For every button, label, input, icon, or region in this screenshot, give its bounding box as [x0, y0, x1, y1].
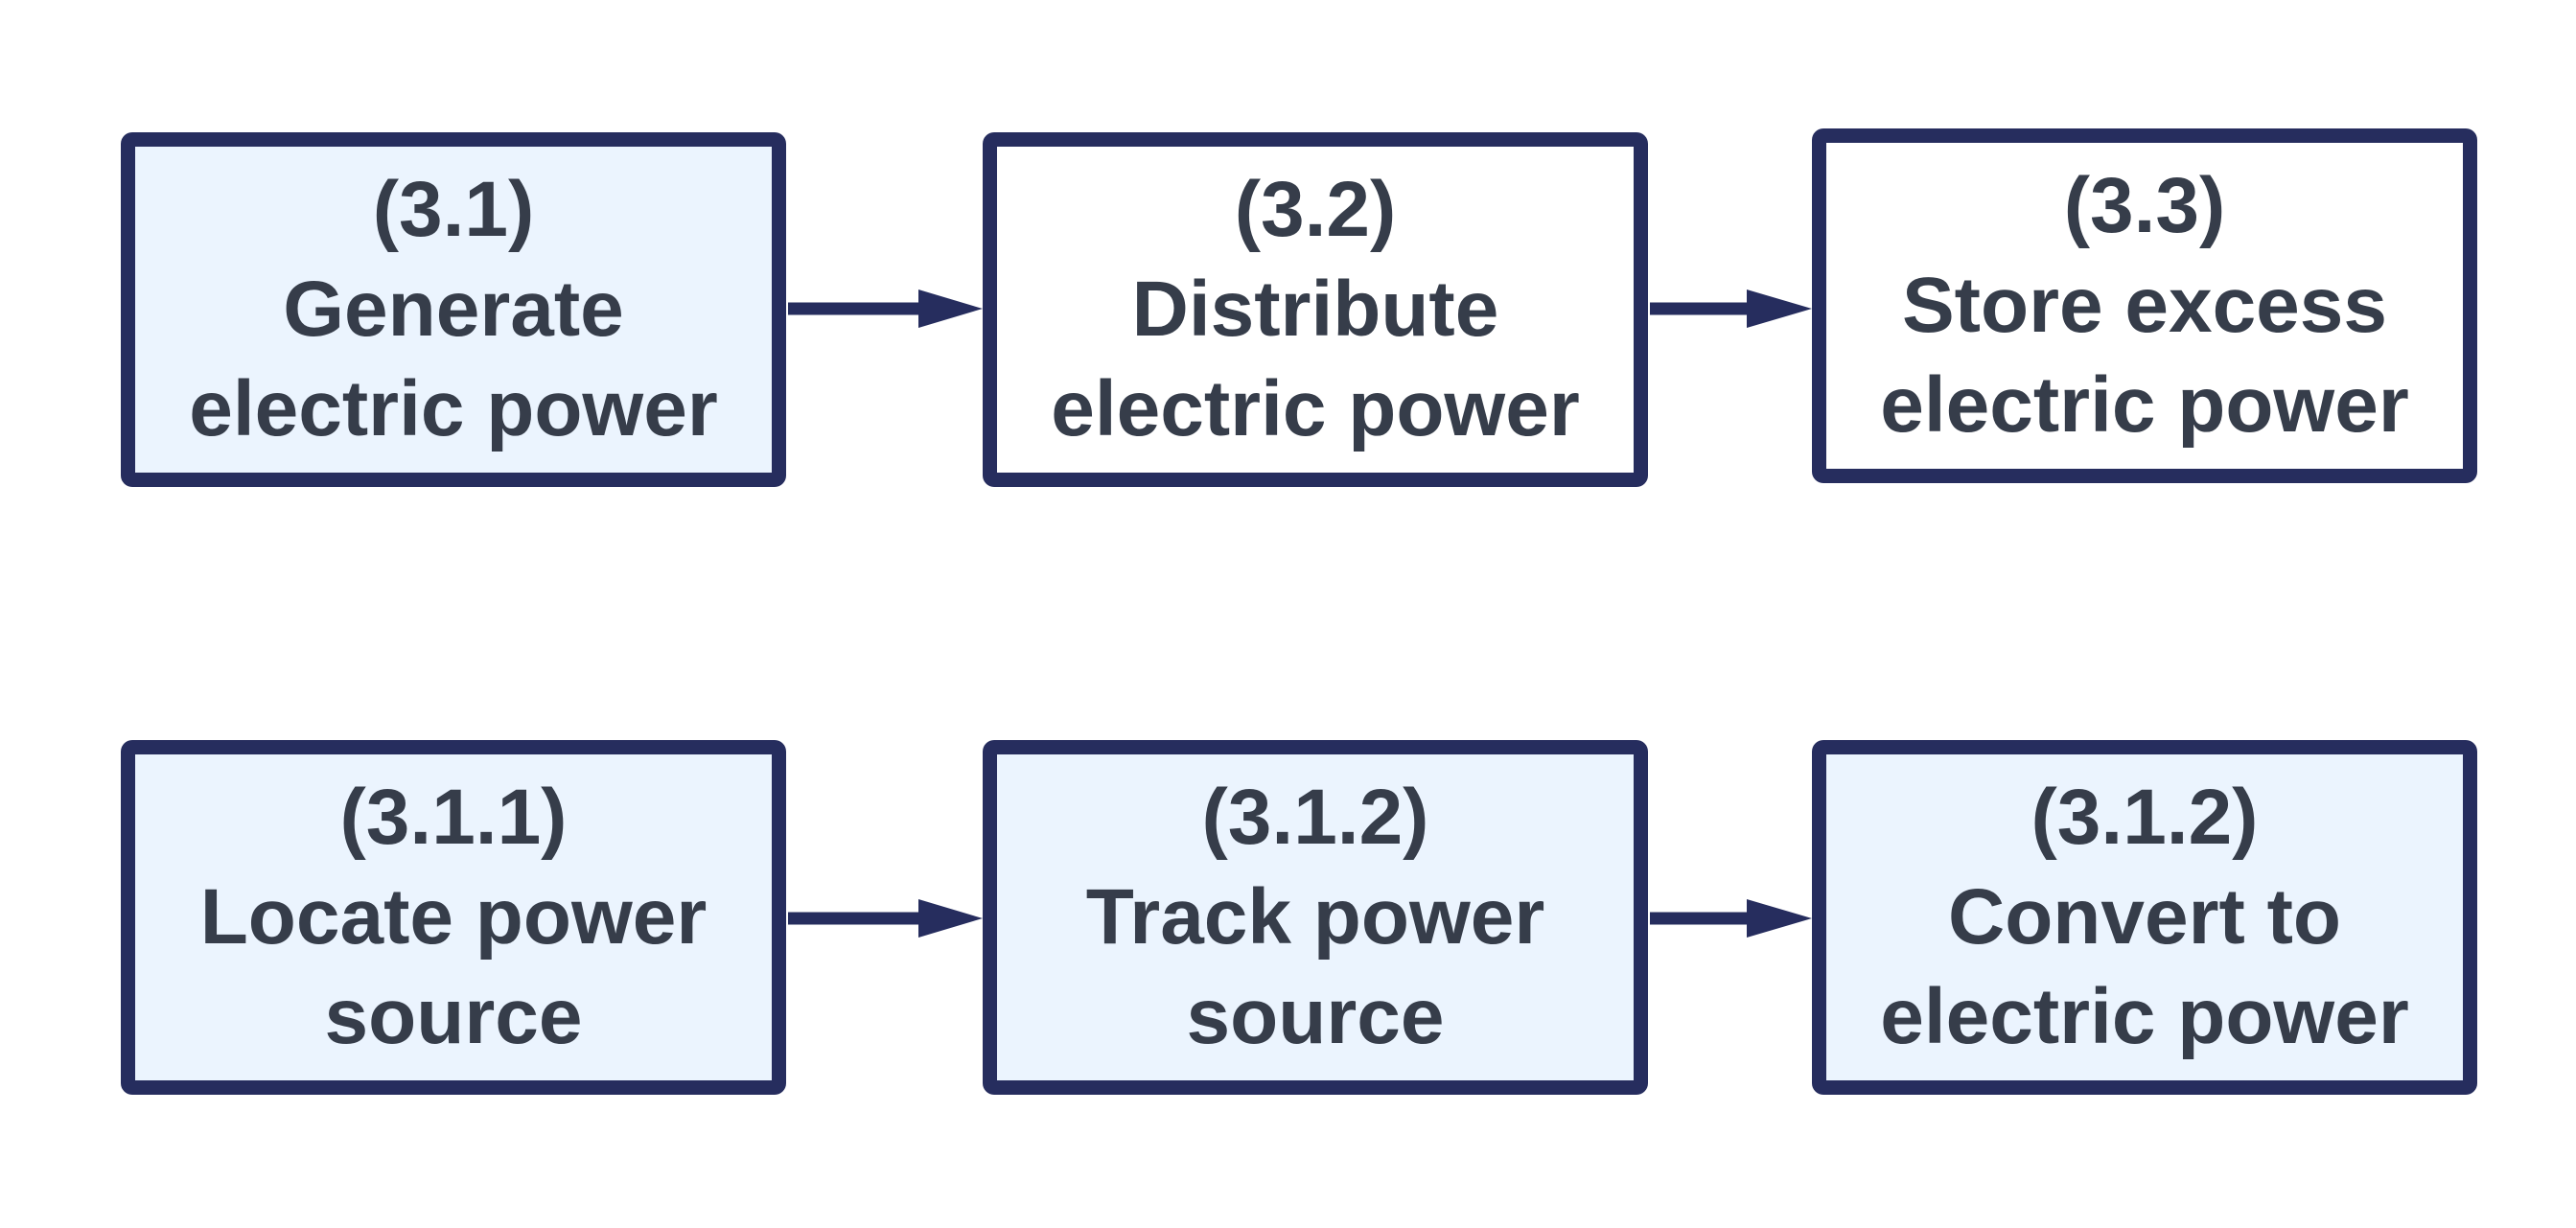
arrow-3-2-to-3-3	[1650, 290, 1812, 328]
box-number: (3.1.2)	[2031, 774, 2259, 861]
function-box-3-2: (3.2) Distribute electric power	[983, 132, 1648, 487]
box-label: Distribute electric power	[1051, 266, 1580, 452]
box-number: (3.1)	[372, 166, 535, 253]
function-box-3-3: (3.3) Store excess electric power	[1812, 128, 2477, 483]
function-box-3-1: (3.1) Generate electric power	[121, 132, 786, 487]
arrow-3-1-to-3-2	[788, 290, 983, 328]
function-box-3-1-1: (3.1.1) Locate power source	[121, 740, 786, 1095]
function-box-3-1-2-track: (3.1.2) Track power source	[983, 740, 1648, 1095]
box-label: Convert to electric power	[1880, 873, 2409, 1060]
box-number: (3.1.2)	[1201, 774, 1429, 861]
box-number: (3.2)	[1234, 166, 1397, 253]
box-label: Store excess electric power	[1880, 262, 2409, 449]
box-number: (3.3)	[2063, 162, 2226, 249]
box-label: Track power source	[1085, 873, 1545, 1060]
box-label: Locate power source	[199, 873, 708, 1060]
arrow-3-1-2-to-3-1-2	[1650, 899, 1812, 938]
arrow-3-1-1-to-3-1-2	[788, 899, 983, 938]
box-label: Generate electric power	[189, 266, 718, 452]
box-number: (3.1.1)	[339, 774, 568, 861]
function-box-3-1-2-convert: (3.1.2) Convert to electric power	[1812, 740, 2477, 1095]
